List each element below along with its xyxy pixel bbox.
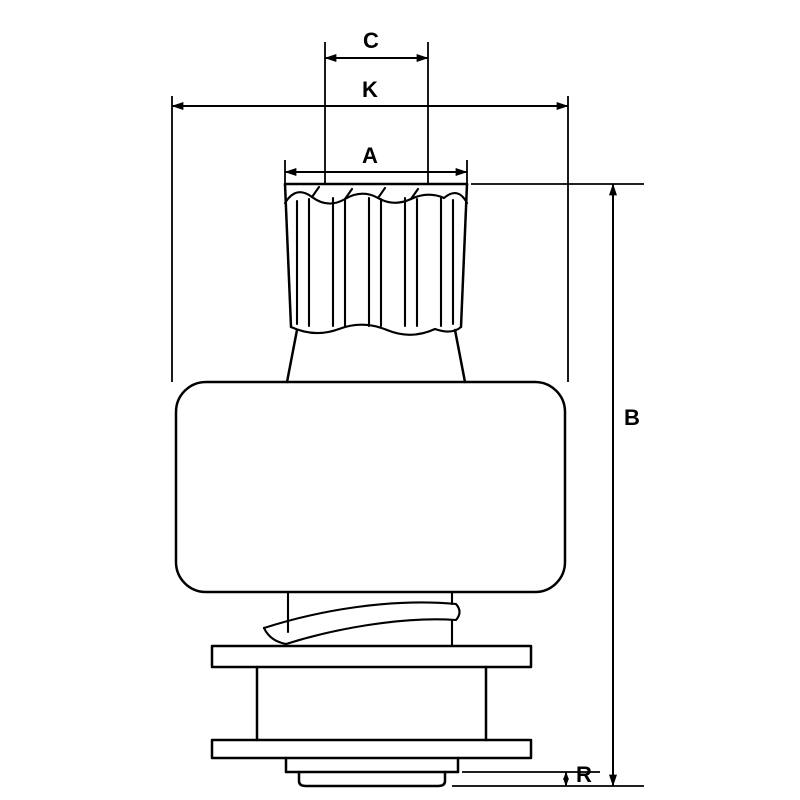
dimension-B: B — [452, 183, 644, 787]
dim-K-label: K — [362, 77, 378, 102]
dim-R-label: R — [576, 762, 592, 787]
lower-flange — [210, 738, 533, 760]
upper-flange — [210, 644, 533, 669]
dimension-R: R — [462, 762, 600, 787]
dim-B-label: B — [624, 405, 640, 430]
dimension-K: K — [171, 77, 569, 382]
gear-tooth-top-faces — [310, 185, 420, 201]
spline-helix-curve — [262, 601, 461, 646]
gear-right-edge — [459, 182, 469, 329]
gear-neck — [285, 328, 467, 384]
bottom-collar — [284, 756, 460, 788]
gear-left-edge — [283, 182, 293, 329]
gear-bottom-edge — [289, 323, 463, 336]
dimension-A: A — [284, 143, 468, 184]
neck-right-edge — [453, 328, 467, 384]
dim-C-label: C — [363, 28, 379, 53]
middle-cylinder — [255, 665, 488, 742]
spline-helix-left-cap — [262, 626, 288, 646]
helical-spline — [262, 590, 461, 648]
dim-A-label: A — [362, 143, 378, 168]
neck-left-edge — [285, 328, 299, 384]
dimension-C: C — [324, 28, 429, 184]
gear-tooth-flank-lines — [295, 196, 455, 328]
collar-bottom-lip — [297, 770, 447, 788]
clutch-body — [174, 380, 567, 594]
pinion-gear — [283, 182, 469, 336]
